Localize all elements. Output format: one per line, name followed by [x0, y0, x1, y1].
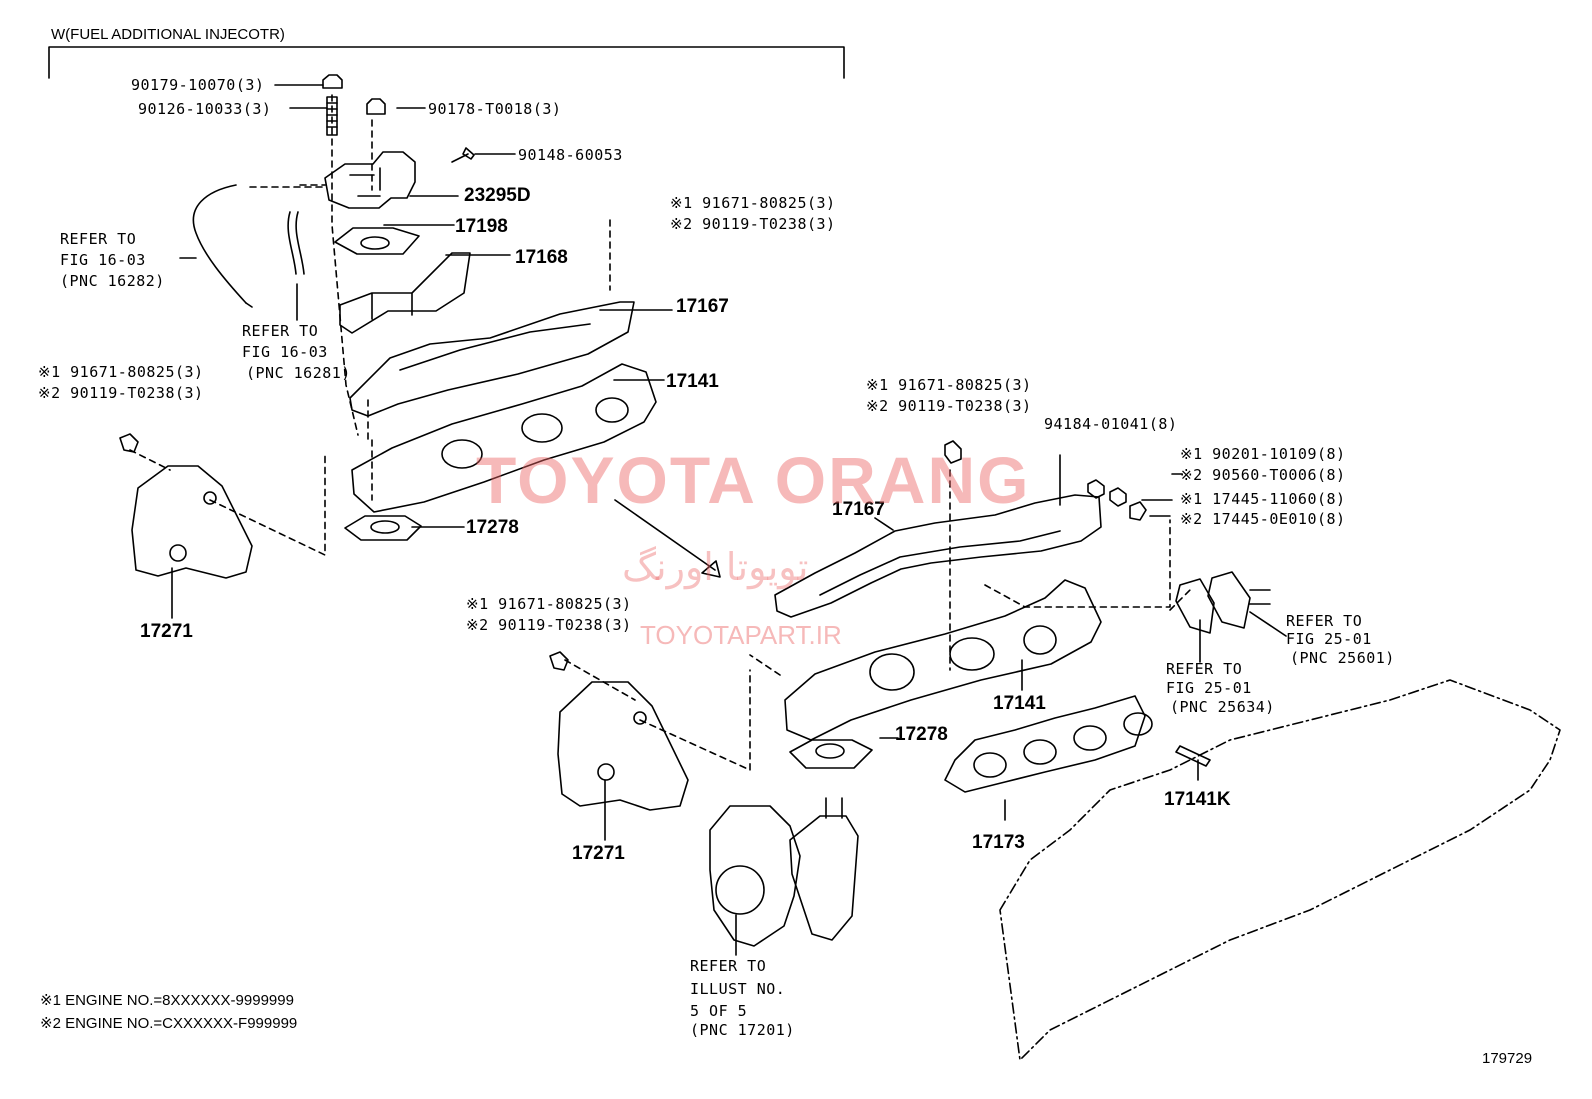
refer-17201-line3: 5 OF 5: [690, 1002, 748, 1020]
refer-16281-line1: REFER TO: [242, 322, 319, 340]
refer-25601-line2: FIG 25-01: [1286, 630, 1372, 648]
refer-25634-line3[interactable]: (PNC 25634): [1170, 698, 1275, 716]
nut-label-1[interactable]: ※1 90201-10109(8): [1180, 445, 1346, 463]
manifold-17141-left: [351, 363, 657, 513]
part-label-17141-left[interactable]: 17141: [666, 371, 719, 392]
watermark-site: TOYOTAPART.IR: [640, 620, 842, 650]
nut-90179: [322, 74, 343, 89]
nut-90201: [1109, 487, 1127, 507]
bolt-90148: [451, 147, 475, 163]
stud-17445: [1129, 501, 1147, 521]
gasket-17278-left: [344, 515, 422, 541]
refer-17201-line1: REFER TO: [690, 957, 767, 975]
direction-arrow: [614, 499, 721, 578]
bolt-label-a2[interactable]: ※2 90119-T0238(3): [670, 215, 836, 233]
refer-25601-line3[interactable]: (PNC 25601): [1290, 649, 1395, 667]
watermark-brand: TOYOTA ORANG: [476, 443, 1031, 517]
part-label-17271-left[interactable]: 17271: [140, 621, 193, 642]
bolt-label-a1[interactable]: ※1 91671-80825(3): [670, 194, 836, 212]
bolt-right-insulator-top: [944, 440, 962, 464]
refer-17201-line2: ILLUST NO.: [690, 980, 786, 998]
bolt-label-c1[interactable]: ※1 91671-80825(3): [866, 376, 1032, 394]
engine-block-outline: [999, 679, 1561, 1061]
bolt-left-insulator: [119, 433, 139, 453]
refer-16281-line3[interactable]: (PNC 16281): [246, 364, 351, 382]
refer-25634-line1: REFER TO: [1166, 660, 1243, 678]
bolt-label-c2[interactable]: ※2 90119-T0238(3): [866, 397, 1032, 415]
gasket-25634: [1175, 578, 1215, 634]
part-label-17168[interactable]: 17168: [515, 247, 568, 268]
gasket-17198: [334, 227, 420, 255]
refer-16281-line2: FIG 16-03: [242, 343, 328, 361]
bolt-label-b1[interactable]: ※1 91671-80825(3): [38, 363, 204, 381]
gasket-17173: [944, 695, 1146, 793]
stud-17141k: [1175, 745, 1211, 767]
part-label-90179[interactable]: 90179-10070(3): [131, 76, 265, 94]
bolt-label-d1[interactable]: ※1 91671-80825(3): [466, 595, 632, 613]
variant-title: W(FUEL ADDITIONAL INJECOTR): [51, 26, 285, 43]
hose-16281: [287, 211, 297, 275]
refer-25634-line2: FIG 25-01: [1166, 679, 1252, 697]
part-label-17167-right[interactable]: 17167: [832, 499, 885, 520]
part-label-90148[interactable]: 90148-60053: [518, 146, 623, 164]
part-label-94184[interactable]: 94184-01041(8): [1044, 415, 1178, 433]
stud-label-1[interactable]: ※1 17445-11060(8): [1180, 490, 1346, 508]
gasket-17278-right: [789, 739, 873, 769]
stud-label-2[interactable]: ※2 17445-0E010(8): [1180, 510, 1346, 528]
gasket-25601: [1207, 571, 1271, 629]
injector-23295d: [324, 151, 416, 209]
variant-bracket: [48, 46, 845, 79]
refer-17201-line4[interactable]: (PNC 17201): [690, 1021, 795, 1039]
watermark-persian: تویوتا اورنگ: [622, 545, 809, 589]
refer-16282-line2: FIG 16-03: [60, 251, 146, 269]
part-label-17141-right[interactable]: 17141: [993, 693, 1046, 714]
turbocharger: [709, 805, 801, 947]
part-label-17278-left[interactable]: 17278: [466, 517, 519, 538]
part-label-90126[interactable]: 90126-10033(3): [138, 100, 272, 118]
part-label-23295d[interactable]: 23295D: [464, 185, 531, 206]
nut-94184: [1087, 479, 1105, 499]
nut-label-2[interactable]: ※2 90560-T0006(8): [1180, 466, 1346, 484]
part-label-90178[interactable]: 90178-T0018(3): [428, 100, 562, 118]
bolt-label-d2[interactable]: ※2 90119-T0238(3): [466, 616, 632, 634]
illustration-id: 179729: [1482, 1050, 1533, 1067]
bracket-17168: [339, 252, 471, 334]
insulator-17167-right: [774, 494, 1102, 618]
insulator-17271-left: [131, 465, 253, 579]
part-label-17173[interactable]: 17173: [972, 832, 1025, 853]
manifold-17141-right: [784, 579, 1102, 741]
part-label-17198[interactable]: 17198: [455, 216, 508, 237]
part-label-17278-right[interactable]: 17278: [895, 724, 948, 745]
nut-90178: [366, 98, 386, 115]
footnote-engine-2: ※2 ENGINE NO.=CXXXXXX-F999999: [40, 1015, 298, 1032]
insulator-17167-left: [349, 301, 635, 417]
refer-16282-line1: REFER TO: [60, 230, 137, 248]
refer-25601-line1: REFER TO: [1286, 612, 1363, 630]
footnote-engine-1: ※1 ENGINE NO.=8XXXXXX-9999999: [40, 992, 294, 1009]
insulator-17271-right: [557, 681, 689, 811]
part-label-17271-right[interactable]: 17271: [572, 843, 625, 864]
part-label-17141k[interactable]: 17141K: [1164, 789, 1231, 810]
bolt-right-insulator: [549, 651, 569, 671]
refer-16282-line3[interactable]: (PNC 16282): [60, 272, 165, 290]
part-label-17167-left[interactable]: 17167: [676, 296, 729, 317]
bolt-label-b2[interactable]: ※2 90119-T0238(3): [38, 384, 204, 402]
